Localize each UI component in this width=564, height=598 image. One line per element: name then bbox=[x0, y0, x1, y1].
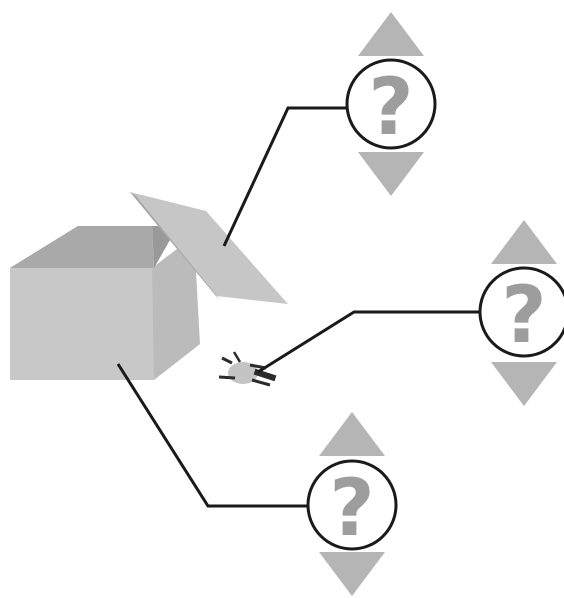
lid-edge bbox=[130, 192, 220, 300]
triangle-up-icon[interactable] bbox=[358, 12, 424, 56]
insect-leg bbox=[251, 378, 271, 387]
box-front-face bbox=[10, 268, 154, 380]
insect-leg bbox=[218, 375, 236, 380]
question-mark: ? bbox=[501, 271, 546, 361]
triangle-up-icon[interactable] bbox=[491, 220, 557, 264]
insect-mark bbox=[253, 368, 277, 382]
selector-circle[interactable] bbox=[345, 58, 437, 150]
lid-top-face bbox=[130, 192, 288, 304]
triangle-down-icon[interactable] bbox=[491, 362, 557, 406]
insect-body bbox=[228, 362, 258, 384]
connector-box bbox=[116, 363, 308, 508]
box-lid-icon bbox=[130, 192, 288, 304]
question-mark: ? bbox=[368, 63, 413, 153]
open-box-icon bbox=[10, 226, 200, 380]
insect-antenna bbox=[232, 351, 242, 363]
triangle-up-icon[interactable] bbox=[319, 412, 385, 456]
question-mark: ? bbox=[329, 464, 374, 554]
triangle-down-icon[interactable] bbox=[319, 552, 385, 596]
selector-circle[interactable] bbox=[478, 266, 564, 358]
box-side-face bbox=[152, 236, 200, 380]
triangle-down-icon[interactable] bbox=[358, 152, 424, 196]
insect-icon bbox=[218, 351, 277, 387]
insect-selector: ? bbox=[478, 220, 564, 406]
box-selector: ? bbox=[306, 412, 398, 596]
lid-selector: ? bbox=[345, 12, 437, 196]
connector-insect bbox=[257, 310, 480, 374]
insect-leg bbox=[221, 356, 233, 365]
selector-circle[interactable] bbox=[306, 459, 398, 551]
connector-lid bbox=[222, 106, 346, 247]
box-opening bbox=[10, 226, 154, 270]
